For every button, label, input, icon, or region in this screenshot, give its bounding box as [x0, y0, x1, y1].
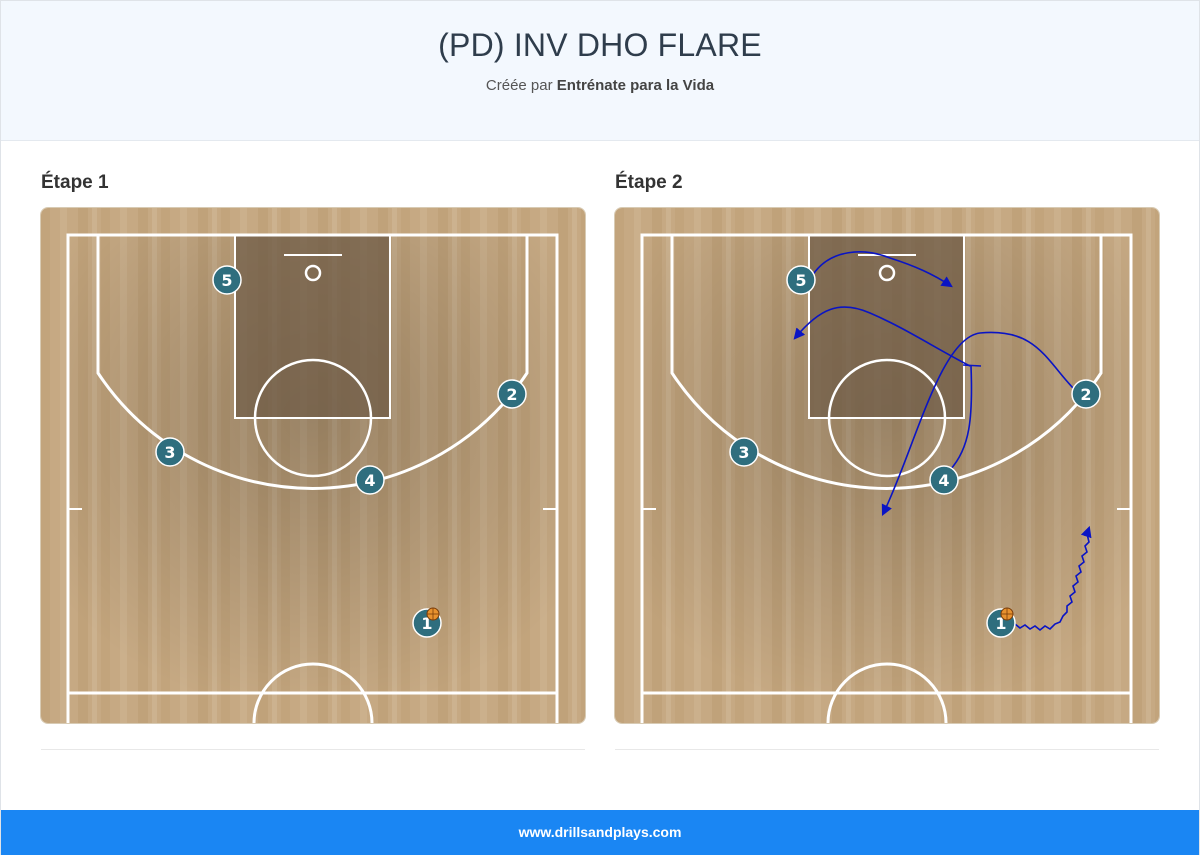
basketball-icon [1000, 607, 1014, 621]
court-step-1: 5 2 3 4 1 [41, 208, 585, 723]
basketball-icon [426, 607, 440, 621]
step-1-title: Étape 1 [41, 172, 109, 193]
cut-5-baseline [811, 251, 953, 288]
author-link[interactable]: Entrénate para la Vida [556, 77, 715, 94]
player-4[interactable]: 4 [355, 465, 385, 495]
player-3[interactable]: 3 [729, 437, 759, 467]
step-2: Étape 2 [615, 172, 1159, 723]
svg-text:1: 1 [995, 614, 1006, 633]
player-3[interactable]: 3 [155, 437, 185, 467]
page-title: (PD) INV DHO FLARE [438, 27, 762, 63]
svg-text:1: 1 [421, 614, 432, 633]
player-2[interactable]: 2 [497, 379, 527, 409]
subtitle-prefix: Créée par [485, 77, 553, 94]
svg-text:2: 2 [506, 385, 517, 404]
step-2-divider [615, 749, 1159, 750]
screen-mark [962, 364, 982, 367]
page-header: (PD) INV DHO FLARE Créée par Entrénate p… [1, 1, 1199, 141]
player-4[interactable]: 4 [929, 465, 959, 495]
svg-text:5: 5 [795, 271, 806, 290]
page-footer: www.drillsandplays.com [1, 810, 1199, 855]
cut-x-screen [793, 306, 971, 367]
player-5[interactable]: 5 [786, 265, 816, 295]
svg-text:3: 3 [738, 443, 749, 462]
svg-text:5: 5 [221, 271, 232, 290]
svg-text:2: 2 [1080, 385, 1091, 404]
step-2-title: Étape 2 [615, 172, 683, 193]
step-1: Étape 1 [41, 172, 585, 723]
player-2[interactable]: 2 [1071, 379, 1101, 409]
court-step-2: 5 2 3 4 1 [615, 208, 1159, 723]
player-5[interactable]: 5 [212, 265, 242, 295]
svg-text:4: 4 [938, 471, 949, 490]
dribble-1 [1014, 525, 1092, 632]
step-1-divider [41, 749, 585, 750]
cut-2-flare [881, 331, 1074, 517]
svg-text:4: 4 [364, 471, 375, 490]
svg-text:3: 3 [164, 443, 175, 462]
footer-site-link[interactable]: www.drillsandplays.com [518, 824, 682, 840]
cut-4-screen [949, 365, 973, 471]
page-subtitle: Créée par Entrénate para la Vida [1, 77, 1199, 94]
